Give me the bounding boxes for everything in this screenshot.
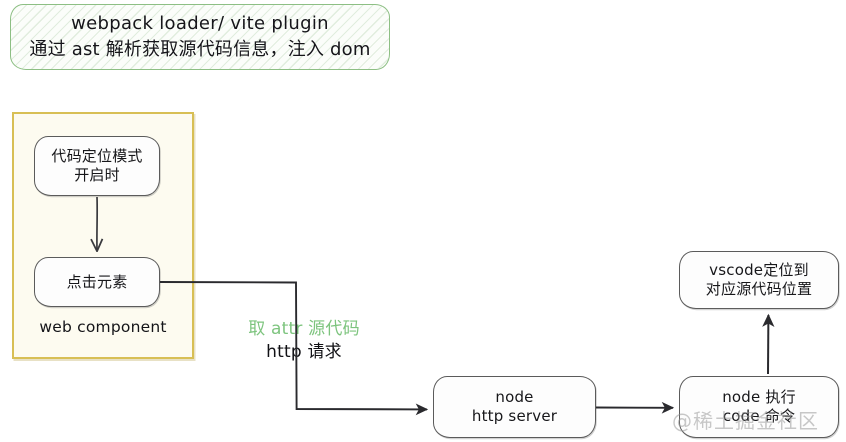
node-click-element-line1: 点击元素 (66, 272, 128, 291)
node-vscode-locate-line1: vscode定位到 (709, 261, 809, 280)
web-component-caption: web component (39, 318, 167, 336)
watermark: @稀土掘金社区 (672, 409, 819, 433)
node-node-http-server-line1: node (495, 388, 534, 407)
plugin-banner: webpack loader/ vite plugin 通过 ast 解析获取源… (10, 4, 390, 70)
node-node-http-server: node http server (433, 376, 596, 438)
node-vscode-locate: vscode定位到 对应源代码位置 (679, 251, 839, 309)
node-node-exec-code-line1: node 执行 (722, 388, 796, 407)
node-node-http-server-line2: http server (471, 407, 558, 425)
node-code-locate-mode-line2: 开启时 (74, 166, 120, 184)
plugin-banner-line1: webpack loader/ vite plugin (71, 13, 329, 34)
edge-label-attr-text: 取 attr 源代码 (248, 319, 360, 339)
node-code-locate-mode: 代码定位模式 开启时 (34, 136, 160, 196)
edge-label-http-text: http 请求 (266, 342, 342, 363)
edge-label-http-request: 取 attr 源代码 http 请求 (224, 318, 384, 363)
node-node-exec-code: node 执行 code 命令 (679, 376, 839, 438)
plugin-banner-line2: 通过 ast 解析获取源代码信息，注入 dom (29, 39, 371, 60)
node-click-element: 点击元素 (34, 257, 160, 307)
node-vscode-locate-line2: 对应源代码位置 (705, 280, 813, 298)
node-code-locate-mode-line1: 代码定位模式 (51, 147, 143, 166)
node-node-exec-code-line2: code 命令 (722, 407, 796, 425)
